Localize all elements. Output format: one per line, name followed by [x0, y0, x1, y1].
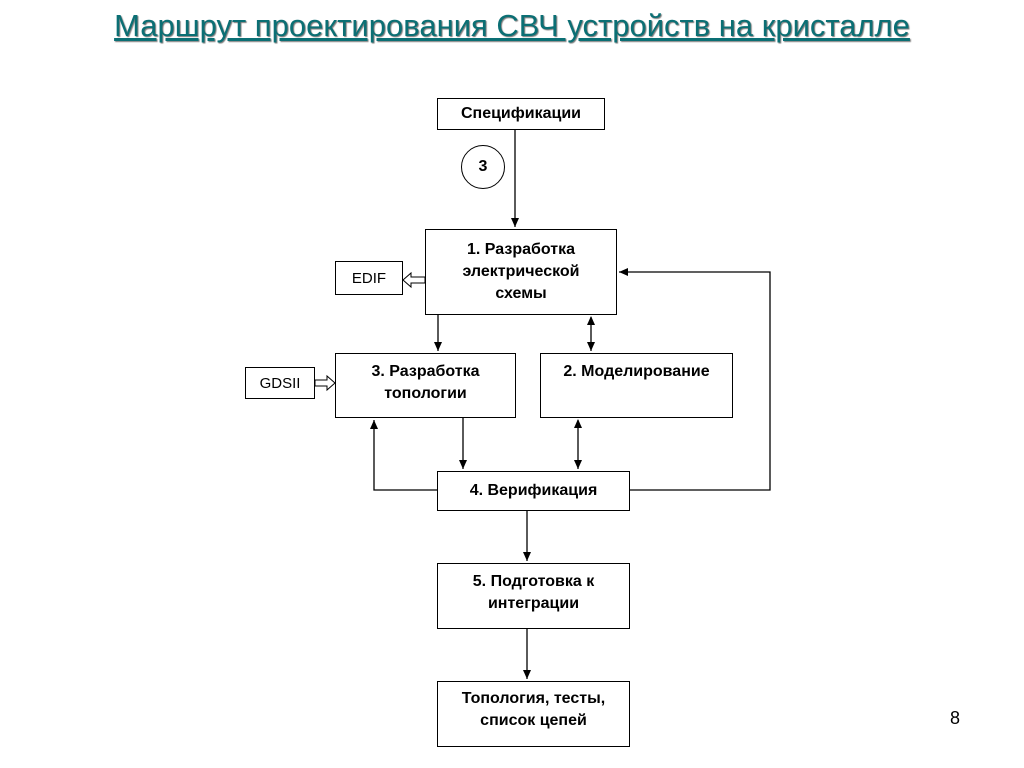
spec-label: Спецификации [460, 105, 582, 122]
verification-box: 4. Верификация [437, 471, 630, 511]
arrow-verification-to-topology [370, 420, 438, 491]
electrical-schematic-box: 1. Разработка электрической схемы [425, 229, 617, 315]
integration-box: 5. Подготовка к интеграции [437, 563, 630, 629]
spec-box [437, 98, 605, 130]
page-title: Маршрут проектирования СВЧ устройств на … [114, 8, 910, 43]
output-box: Топология, тесты, список цепей [437, 681, 630, 747]
page-number: 8 [950, 708, 961, 728]
topology-box: 3. Разработка топологии [335, 353, 516, 418]
step-marker-circle: 3 [461, 145, 505, 189]
edif-box: EDIF [335, 261, 403, 295]
hollow-arrow-gdsii [314, 374, 336, 392]
arrow-verification-to-electrical [619, 268, 771, 491]
modeling-box: 2. Моделирование [540, 353, 733, 418]
gdsii-box: GDSII [245, 367, 315, 399]
hollow-arrow-edif [402, 271, 426, 289]
